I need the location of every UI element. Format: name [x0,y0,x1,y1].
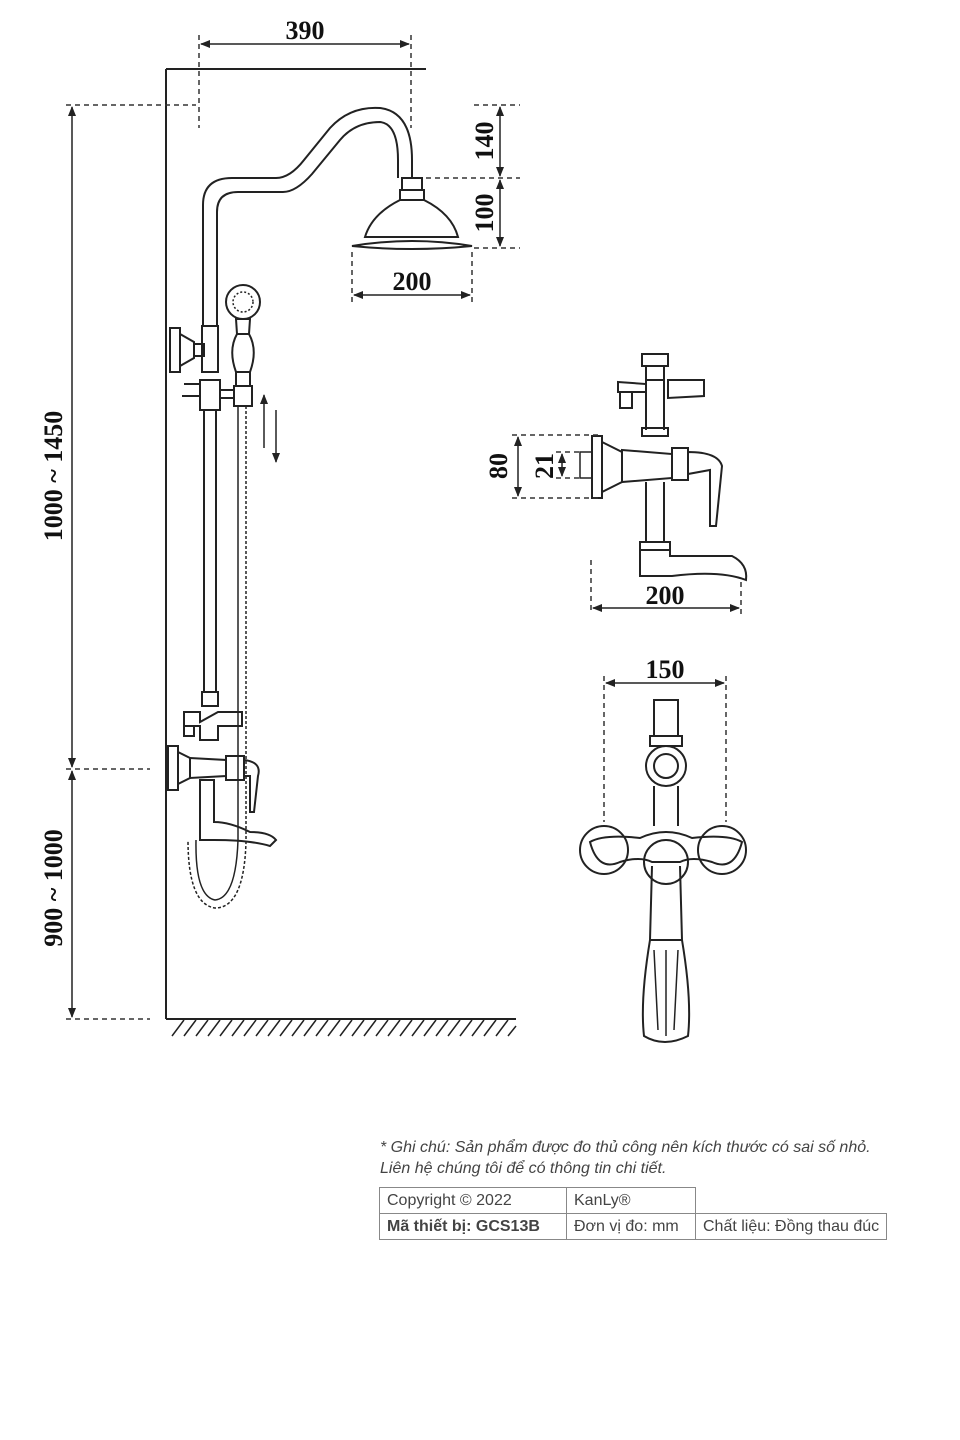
dimension-label-mixer-height: 900 ~ 1000 [39,829,68,947]
brand-cell: KanLy® [566,1187,696,1214]
dimension-head-depth: 100 [470,179,504,247]
dimension-label-mixer-body: 80 [484,453,513,479]
shower-column [167,106,473,909]
unit-cell: Đơn vị đo: mm [566,1213,696,1240]
dimension-label-head-height: 140 [470,122,499,161]
empty-cell [696,1188,887,1214]
mixer-side-view [579,353,748,582]
dimension-mixer-body: 80 [484,434,598,499]
dimension-mixer-length: 200 [590,560,742,614]
info-table: Copyright © 2022 KanLy® Mã thiết bị: GCS… [379,1187,888,1240]
dimension-label-mixer-inlet: 21 [530,453,559,479]
wall [165,68,426,1019]
dimension-label-top-width: 390 [286,16,325,45]
dimension-head-diameter: 200 [351,252,473,302]
dimension-top-width: 390 [198,16,412,128]
dimension-label-head-depth: 100 [470,194,499,233]
technical-drawing: 390 [39,16,748,1043]
dimension-mixer-inlet: 21 [530,451,582,479]
table-row: Mã thiết bị: GCS13B Đơn vị đo: mm Chất l… [379,1213,888,1240]
dimension-label-head-diameter: 200 [393,267,432,296]
material-cell: Chất liệu: Đồng thau đúc [694,1213,888,1240]
note-line-1: * Ghi chú: Sản phẩm được đo thủ công nên… [380,1139,871,1156]
table-row: Copyright © 2022 KanLy® [379,1187,887,1214]
dimension-label-mixer-spacing: 150 [646,655,685,684]
dimension-mixer-spacing: 150 [603,655,727,822]
dimension-column-height: 1000 ~ 1450 [39,104,196,770]
note-text: * Ghi chú: Sản phẩm được đo thủ công nên… [380,1137,940,1179]
copyright-cell: Copyright © 2022 [379,1187,567,1214]
note-line-2: Liên hệ chúng tôi để có thông tin chi ti… [380,1160,667,1177]
floor [166,1018,517,1037]
dimension-mixer-height: 900 ~ 1000 [39,770,150,1020]
model-cell: Mã thiết bị: GCS13B [379,1213,567,1240]
dimension-label-column-height: 1000 ~ 1450 [39,411,68,542]
dimension-head-height: 140 [426,104,520,249]
dimension-label-mixer-length: 200 [646,581,685,610]
mixer-front-view [579,699,747,1043]
